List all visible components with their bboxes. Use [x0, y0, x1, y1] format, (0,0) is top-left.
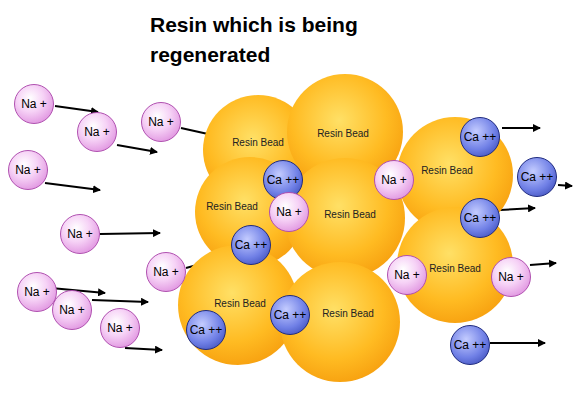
- calcium-ion: Ca ++: [231, 225, 271, 265]
- sodium-ion: Na +: [491, 257, 531, 297]
- calcium-ion: Ca ++: [517, 157, 557, 197]
- ion-label: Ca ++: [274, 308, 307, 322]
- diagram-title: Resin which is being regenerated: [150, 10, 440, 70]
- sodium-ion: Na +: [269, 192, 309, 232]
- sodium-ion: Na +: [387, 255, 427, 295]
- ion-label: Ca ++: [521, 170, 554, 184]
- sodium-ion: Na +: [141, 102, 181, 142]
- ion-label: Na +: [67, 227, 93, 241]
- bead-label: Resin Bead: [429, 263, 481, 274]
- ion-label: Na +: [21, 97, 47, 111]
- ion-label: Ca ++: [454, 338, 487, 352]
- calcium-ion: Ca ++: [186, 310, 226, 350]
- ion-label: Na +: [498, 270, 524, 284]
- ion-label: Na +: [84, 125, 110, 139]
- calcium-ion: Ca ++: [270, 295, 310, 335]
- ion-label: Na +: [153, 265, 179, 279]
- calcium-ion: Ca ++: [460, 117, 500, 157]
- ion-label: Na +: [276, 205, 302, 219]
- ion-label: Na +: [394, 268, 420, 282]
- ion-label: Na +: [24, 285, 50, 299]
- sodium-ion: Na +: [8, 150, 48, 190]
- sodium-ion: Na +: [17, 272, 57, 312]
- bead-label: Resin Bead: [206, 201, 258, 212]
- ion-label: Na +: [148, 115, 174, 129]
- ion-label: Na +: [107, 321, 133, 335]
- sodium-ion: Na +: [60, 214, 100, 254]
- ion-label: Ca ++: [464, 211, 497, 225]
- bead-label: Resin Bead: [232, 137, 284, 148]
- sodium-ion: Na +: [374, 160, 414, 200]
- bead-label: Resin Bead: [421, 165, 473, 176]
- calcium-ion: Ca ++: [450, 325, 490, 365]
- bead-label: Resin Bead: [324, 209, 376, 220]
- ion-label: Na +: [381, 173, 407, 187]
- ion-label: Ca ++: [235, 238, 268, 252]
- bead-label: Resin Bead: [214, 298, 266, 309]
- ion-label: Na +: [59, 303, 85, 317]
- bead-label: Resin Bead: [317, 128, 369, 139]
- sodium-ion: Na +: [77, 112, 117, 152]
- sodium-ion: Na +: [52, 290, 92, 330]
- sodium-ion: Na +: [100, 308, 140, 348]
- ion-label: Na +: [15, 163, 41, 177]
- calcium-ion: Ca ++: [460, 198, 500, 238]
- ion-label: Ca ++: [267, 173, 300, 187]
- bead-label: Resin Bead: [322, 308, 374, 319]
- sodium-ion: Na +: [146, 252, 186, 292]
- ion-label: Ca ++: [464, 130, 497, 144]
- sodium-ion: Na +: [14, 84, 54, 124]
- ion-label: Ca ++: [190, 323, 223, 337]
